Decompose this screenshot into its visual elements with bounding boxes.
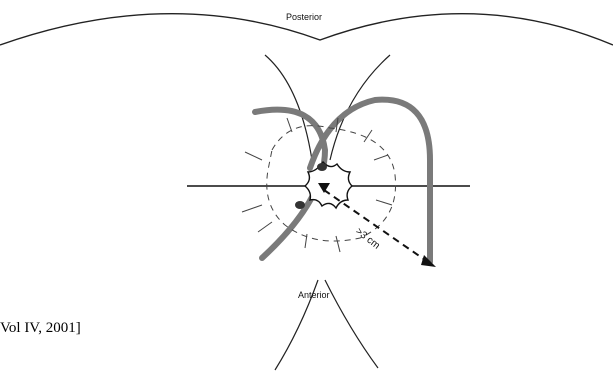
tract-opening-upper: [317, 163, 327, 171]
label-anterior: Anterior: [298, 290, 330, 300]
tract-opening-lower: [295, 201, 305, 209]
perineum-line-right: [325, 280, 378, 368]
label-posterior: Posterior: [286, 12, 322, 22]
citation-text: Vol IV, 2001]: [0, 320, 81, 337]
